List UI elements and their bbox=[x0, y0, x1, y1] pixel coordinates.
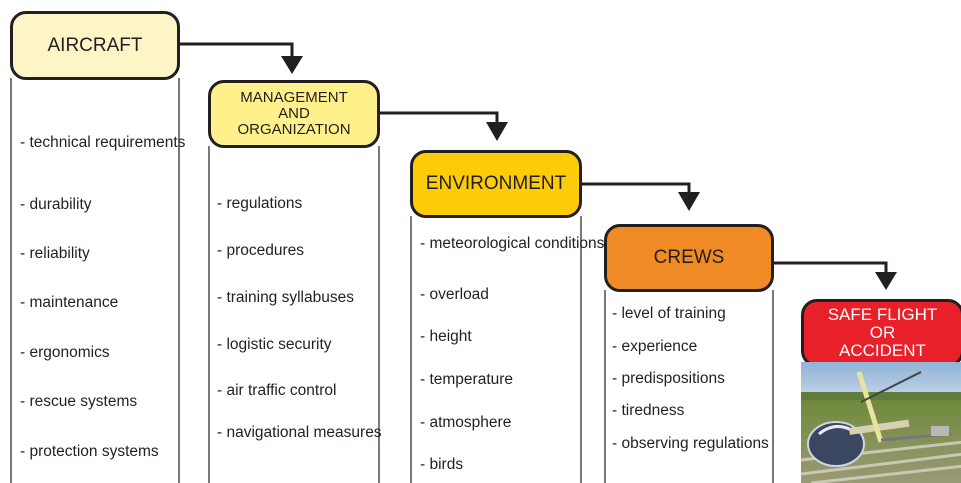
list-item: - air traffic control bbox=[217, 382, 337, 399]
list-item: - level of training bbox=[612, 305, 726, 322]
crews-box: CREWS bbox=[604, 224, 774, 292]
list-item: - experience bbox=[612, 338, 698, 355]
list-item: - procedures bbox=[217, 242, 305, 259]
list-item: - birds bbox=[420, 456, 464, 473]
list-item: - tiredness bbox=[612, 402, 685, 419]
list-item: - predispositions bbox=[612, 370, 725, 387]
arrow-environment-to-crews bbox=[582, 182, 691, 194]
list-item: - training syllabuses bbox=[217, 289, 354, 306]
arrow-crews-to-outcome bbox=[774, 261, 888, 274]
list-item: - rescue systems bbox=[20, 393, 138, 410]
management-title: MANAGEMENT AND ORGANIZATION bbox=[237, 89, 351, 138]
aircraft-box: AIRCRAFT bbox=[10, 11, 180, 80]
arrowhead-4 bbox=[875, 272, 897, 290]
list-item: - technical requirements bbox=[20, 134, 186, 151]
arrowhead-3 bbox=[678, 192, 700, 211]
arrowhead-2 bbox=[486, 122, 508, 141]
list-item: - regulations bbox=[217, 195, 303, 212]
list-item: - maintenance bbox=[20, 294, 119, 311]
list-item: - navigational measures bbox=[217, 424, 382, 441]
list-item: - meteorological conditions bbox=[420, 235, 605, 252]
list-item: - height bbox=[420, 328, 472, 345]
arrowhead-1 bbox=[281, 56, 303, 74]
list-item: - temperature bbox=[420, 371, 514, 388]
environment-title: ENVIRONMENT bbox=[425, 173, 567, 195]
helicopter-crash-photo bbox=[801, 362, 961, 483]
outcome-title: SAFE FLIGHT OR ACCIDENT bbox=[827, 305, 938, 360]
crews-title: CREWS bbox=[653, 247, 725, 269]
aircraft-title: AIRCRAFT bbox=[47, 34, 143, 56]
list-item: - overload bbox=[420, 286, 489, 303]
list-item: - observing regulations bbox=[612, 435, 769, 452]
list-item: - ergonomics bbox=[20, 344, 110, 361]
environment-box: ENVIRONMENT bbox=[410, 150, 582, 218]
list-item: - reliability bbox=[20, 245, 90, 262]
arrow-aircraft-to-management bbox=[180, 42, 294, 58]
list-item: - atmosphere bbox=[420, 414, 512, 431]
list-item: - durability bbox=[20, 196, 92, 213]
safe-flight-or-accident-box: SAFE FLIGHT OR ACCIDENT bbox=[801, 299, 961, 367]
list-item: - protection systems bbox=[20, 443, 159, 460]
list-item: - logistic security bbox=[217, 336, 332, 353]
management-organization-box: MANAGEMENT AND ORGANIZATION bbox=[208, 80, 380, 148]
arrow-management-to-environment bbox=[380, 111, 499, 124]
